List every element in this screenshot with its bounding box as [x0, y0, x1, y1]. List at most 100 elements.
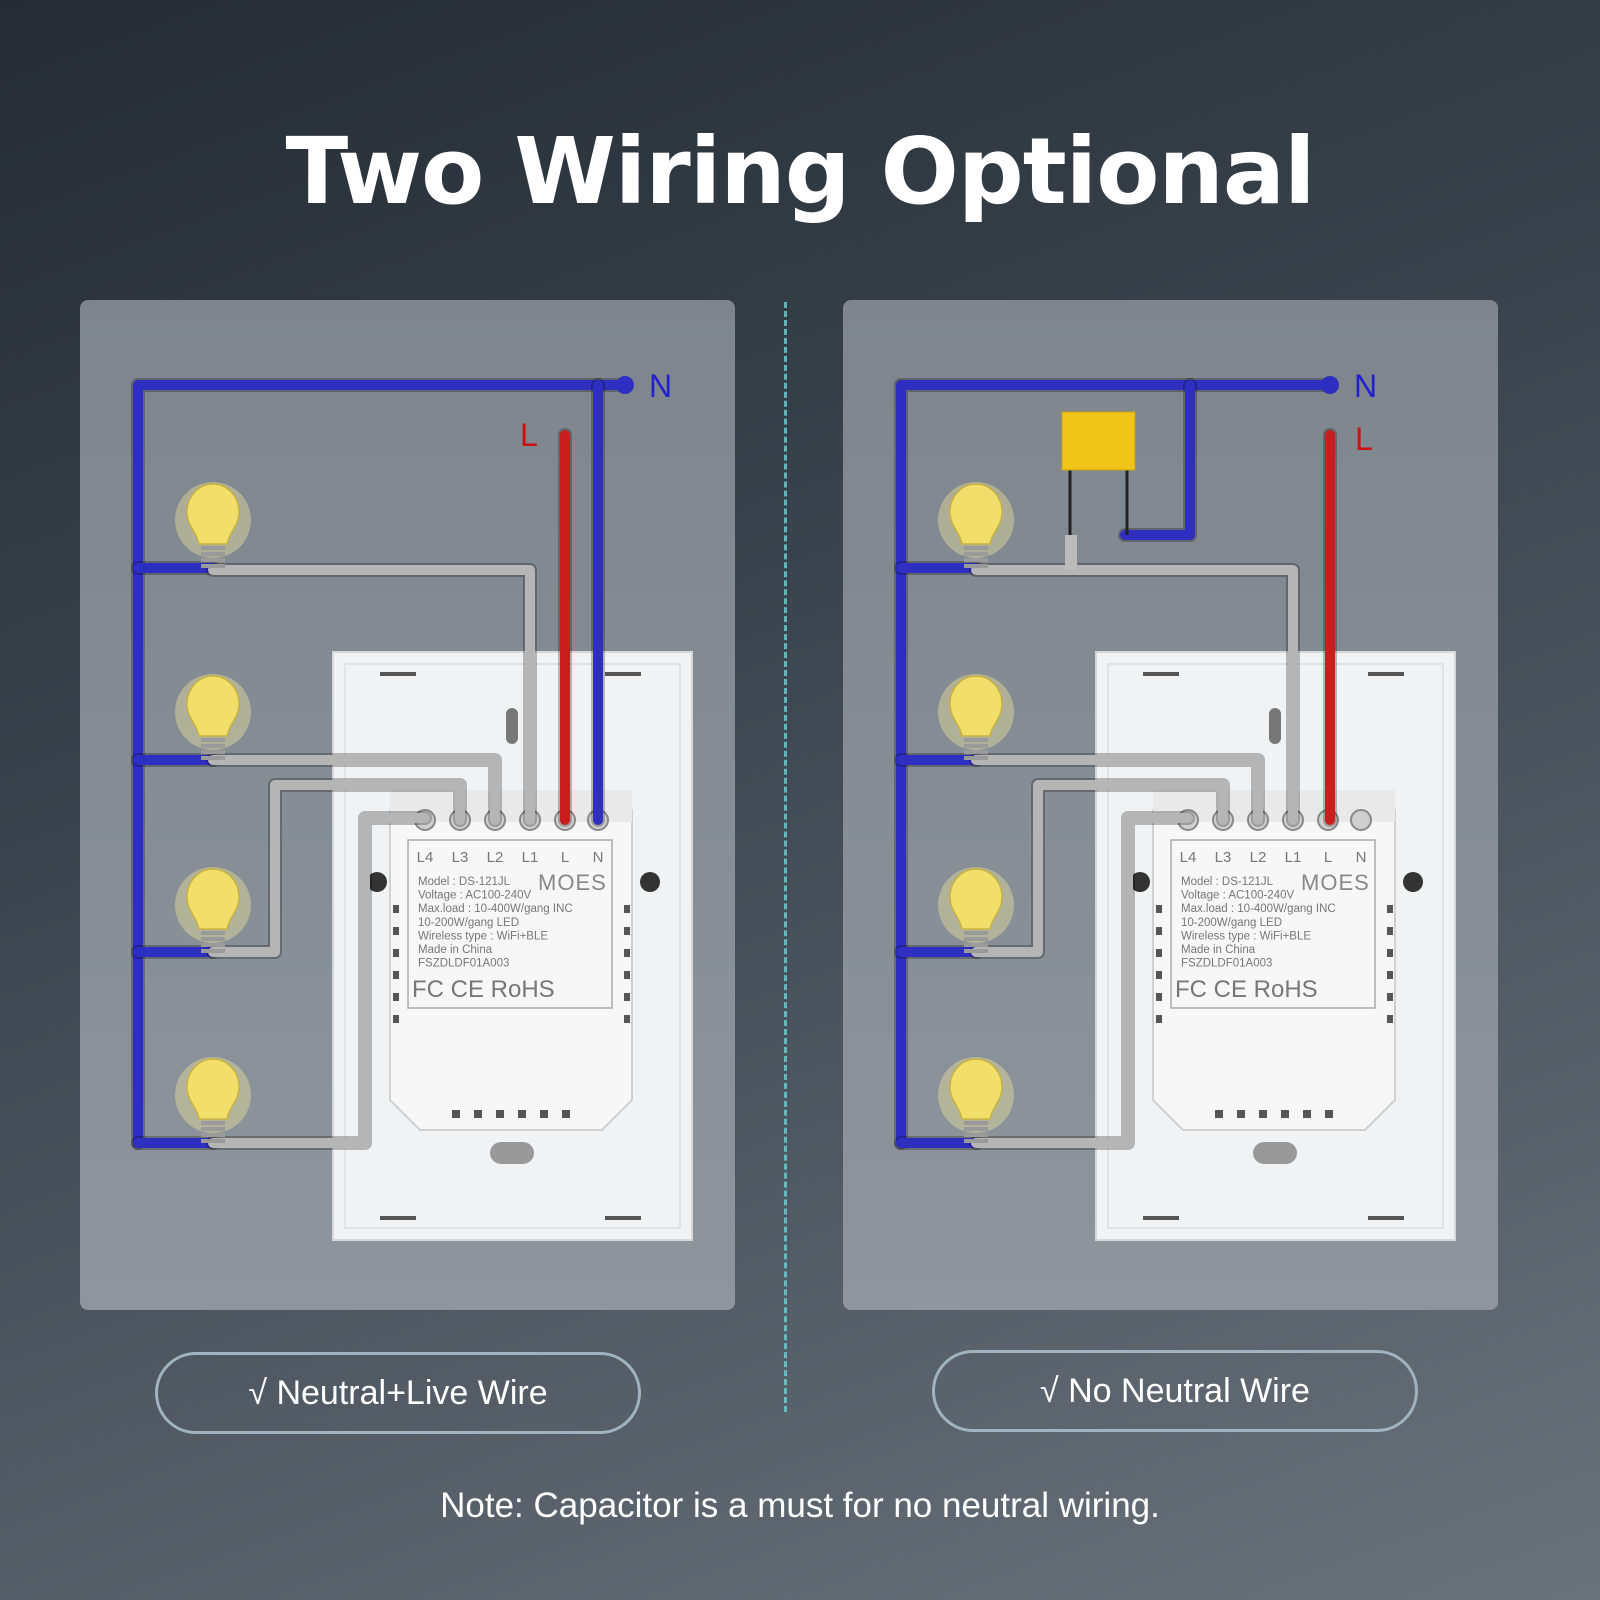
vent: [562, 1110, 570, 1118]
light-bulb-icon: [175, 867, 251, 953]
vent: [393, 1015, 399, 1023]
load-wire-l4: [971, 813, 1193, 1148]
bulb-thread: [964, 558, 988, 562]
bulb-thread: [964, 1127, 988, 1131]
capacitor: [1061, 411, 1136, 471]
screw-hole: [1130, 872, 1150, 892]
vent: [1281, 1110, 1289, 1118]
vent: [624, 1015, 630, 1023]
switch-plate-edge: [344, 663, 681, 1229]
mounting-hole: [1253, 1142, 1297, 1164]
vent: [540, 1110, 548, 1118]
light-bulb-icon: [938, 867, 1014, 953]
bulb-thread: [964, 1133, 988, 1137]
plate-slot: [1143, 672, 1179, 676]
terminal-label: L1: [522, 849, 539, 866]
module-spec-line: Model : DS-121JL: [1181, 876, 1274, 888]
bulb-thread: [201, 943, 225, 947]
terminal-label: L1: [1285, 849, 1302, 866]
load-wire-l1: [971, 565, 1298, 825]
vent: [624, 993, 630, 1001]
load-wire-l2: [208, 755, 500, 825]
module-spec-line: FSZDLDF01A003: [418, 958, 509, 970]
switch-plate-edge: [1107, 663, 1444, 1229]
plate-slot: [605, 1216, 641, 1220]
screw-hole: [640, 872, 660, 892]
vent: [452, 1110, 460, 1118]
load-wire-l2: [971, 755, 1263, 825]
vent: [624, 905, 630, 913]
vent: [393, 949, 399, 957]
bulb-thread: [201, 931, 225, 935]
module-spec-line: Wireless type : WiFi+BLE: [418, 930, 548, 942]
bulb-thread: [201, 750, 225, 754]
bulb-thread: [201, 564, 225, 568]
bulb-thread: [964, 756, 988, 760]
bulb-glass: [186, 868, 240, 930]
vent: [393, 993, 399, 1001]
neutral-label: N: [649, 368, 672, 404]
module-spec-line: Made in China: [1181, 944, 1256, 956]
vent: [1156, 993, 1162, 1001]
bulb-thread: [201, 756, 225, 760]
module-spec-line: 10-200W/gang LED: [1181, 917, 1282, 929]
mounting-hole: [1269, 708, 1281, 744]
bulb-glass: [949, 868, 1003, 930]
capacitor-note: Note: Capacitor is a must for no neutral…: [440, 1486, 1160, 1525]
module-spec-line: Made in China: [418, 944, 493, 956]
live-label: L: [520, 417, 538, 453]
bulb-thread: [964, 1139, 988, 1143]
bulb-thread: [964, 546, 988, 550]
neutral-terminal-end: [616, 376, 634, 394]
light-bulb-icon: [175, 482, 251, 568]
bulb-thread: [964, 552, 988, 556]
plate-slot: [605, 672, 641, 676]
module-spec-line: Max.load : 10-400W/gang INC: [418, 903, 573, 915]
bulb-thread: [964, 750, 988, 754]
vent: [1156, 949, 1162, 957]
bulb-glass: [186, 1058, 240, 1120]
light-bulb-icon: [175, 1057, 251, 1143]
terminal-label: L2: [487, 849, 504, 866]
screw-hole: [1403, 872, 1423, 892]
bulb-glass: [186, 675, 240, 737]
bulb-thread: [201, 744, 225, 748]
module-spec-line: Model : DS-121JL: [418, 876, 511, 888]
capacitor-sleeve: [1065, 535, 1077, 570]
vent: [1387, 927, 1393, 935]
bulb-thread: [964, 943, 988, 947]
load-wire-l1: [208, 565, 535, 825]
bulb-thread: [964, 931, 988, 935]
plate-slot: [380, 1216, 416, 1220]
bulb-thread: [964, 949, 988, 953]
mounting-hole: [490, 1142, 534, 1164]
certification-marks: FC CE RoHS: [1175, 976, 1318, 1003]
vent: [1237, 1110, 1245, 1118]
vent: [624, 949, 630, 957]
module-spec-line: 10-200W/gang LED: [418, 917, 519, 929]
bulb-thread: [201, 949, 225, 953]
light-bulb-icon: [938, 674, 1014, 760]
terminal-label: L3: [1215, 849, 1232, 866]
plate-slot: [1368, 672, 1404, 676]
bulb-thread: [964, 744, 988, 748]
vent: [624, 927, 630, 935]
bulb-thread: [201, 1133, 225, 1137]
vent: [496, 1110, 504, 1118]
vent: [474, 1110, 482, 1118]
bulb-thread: [201, 1139, 225, 1143]
terminal-label: L4: [417, 849, 434, 866]
module-spec-line: Voltage : AC100-240V: [418, 890, 531, 902]
bulb-thread: [201, 1127, 225, 1131]
neutral-wire: [133, 380, 630, 1148]
bulb-thread: [964, 738, 988, 742]
neutral-terminal-end: [1321, 376, 1339, 394]
bulb-glass: [949, 675, 1003, 737]
vent: [1259, 1110, 1267, 1118]
vent: [1325, 1110, 1333, 1118]
terminal-label: N: [1356, 849, 1367, 866]
vent: [1156, 1015, 1162, 1023]
load-wire-l3: [208, 780, 465, 957]
